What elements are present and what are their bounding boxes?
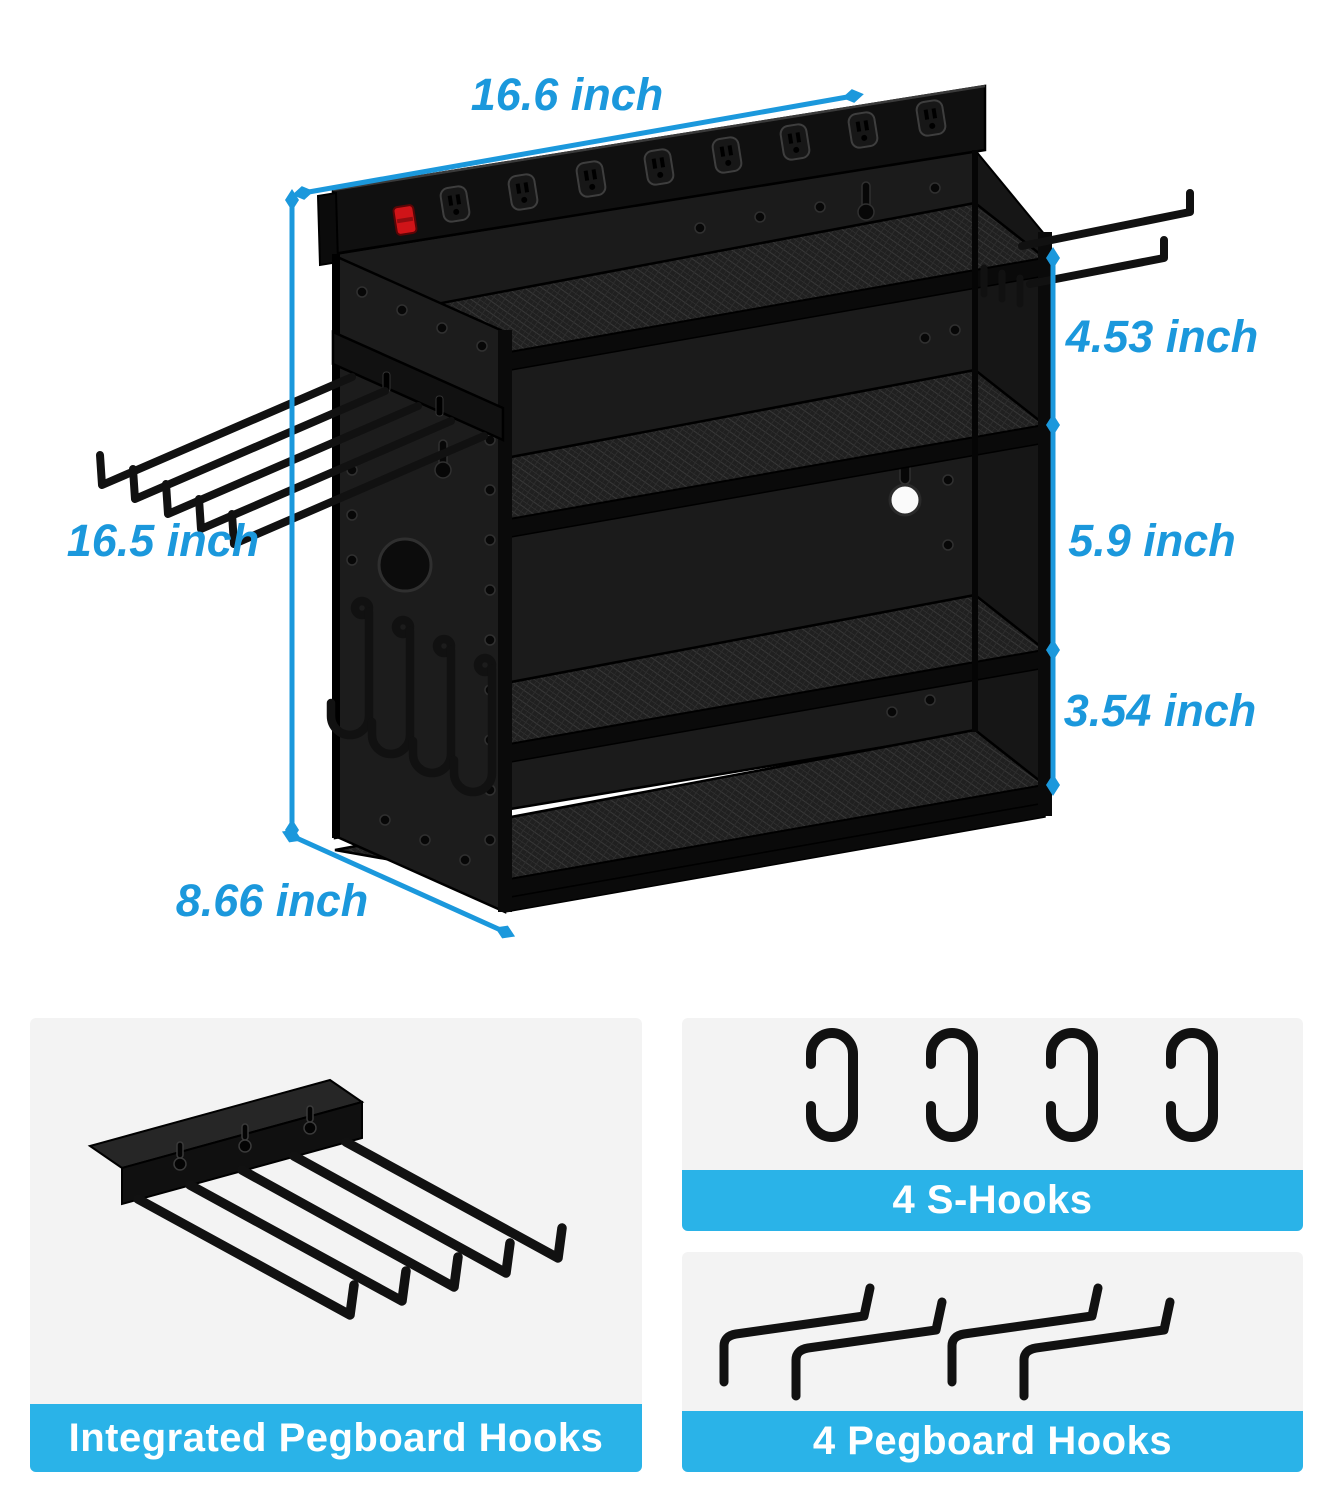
power-switch [392, 204, 418, 236]
s-hooks-banner: 4 S-Hooks [682, 1170, 1303, 1231]
dimension-label-height: 16.5 inch [67, 515, 260, 566]
dimension-label-tier-gap-middle: 5.9 inch [1068, 515, 1236, 566]
dimension-top-width: 16.6 inch [292, 69, 864, 200]
hanging-s-hooks [326, 596, 497, 797]
dimension-annotations: 16.6 inch 16.5 inch 8.66 inch [67, 69, 1258, 939]
pegboard-hooks-banner: 4 Pegboard Hooks [682, 1411, 1303, 1472]
hook-rack-prongs [96, 373, 488, 548]
s-hooks-caption: 4 S-Hooks [892, 1178, 1093, 1222]
s-hooks-card: 4 S-Hooks [682, 1018, 1303, 1231]
back-panel-holes [694, 182, 961, 718]
pegboard-hooks-card: 4 Pegboard Hooks [682, 1252, 1303, 1472]
pegboard-hook-icons [719, 1283, 1175, 1401]
s-hook-icons [806, 1028, 1218, 1142]
pegboard-hooks-caption: 4 Pegboard Hooks [812, 1419, 1173, 1463]
top-right-pegboard-hooks [980, 189, 1194, 308]
integrated-hook-rack [96, 330, 505, 548]
integrated-hooks-banner: Integrated Pegboard Hooks [30, 1404, 642, 1472]
pegboard-hooks-illustration [719, 1283, 1175, 1401]
dimension-label-top-width: 16.6 inch [471, 69, 664, 120]
mesh-shelves [334, 201, 1048, 913]
dimension-label-depth: 8.66 inch [176, 875, 369, 926]
dimension-height: 16.5 inch [67, 189, 299, 841]
power-outlets [439, 99, 947, 223]
s-hooks-illustration [806, 1028, 1218, 1142]
power-strip [316, 84, 987, 267]
hook-rack-plate [87, 1078, 365, 1206]
integrated-hooks-card: Integrated Pegboard Hooks [30, 1018, 642, 1472]
dimension-label-tier-gap-bottom: 3.54 inch [1064, 685, 1257, 736]
back-panel-keyhole [857, 181, 875, 221]
integrated-pegboard-hooks-illustration [87, 1078, 567, 1320]
hook-rack-prongs [133, 1137, 567, 1320]
hero-section: 16.6 inch 16.5 inch 8.66 inch [67, 69, 1258, 939]
side-panel-holes [346, 286, 496, 866]
dimension-label-tier-gap-top: 4.53 inch [1065, 311, 1259, 362]
dimension-tier-gaps: 4.53 inch 5.9 inch 3.54 inch [1046, 247, 1258, 796]
integrated-hooks-caption: Integrated Pegboard Hooks [68, 1415, 604, 1460]
tool-organizer-rack-illustration: 16.6 inch 16.5 inch 8.66 inch [67, 69, 1258, 939]
side-panel-large-hole [377, 537, 433, 593]
dimension-depth: 8.66 inch [176, 829, 516, 939]
